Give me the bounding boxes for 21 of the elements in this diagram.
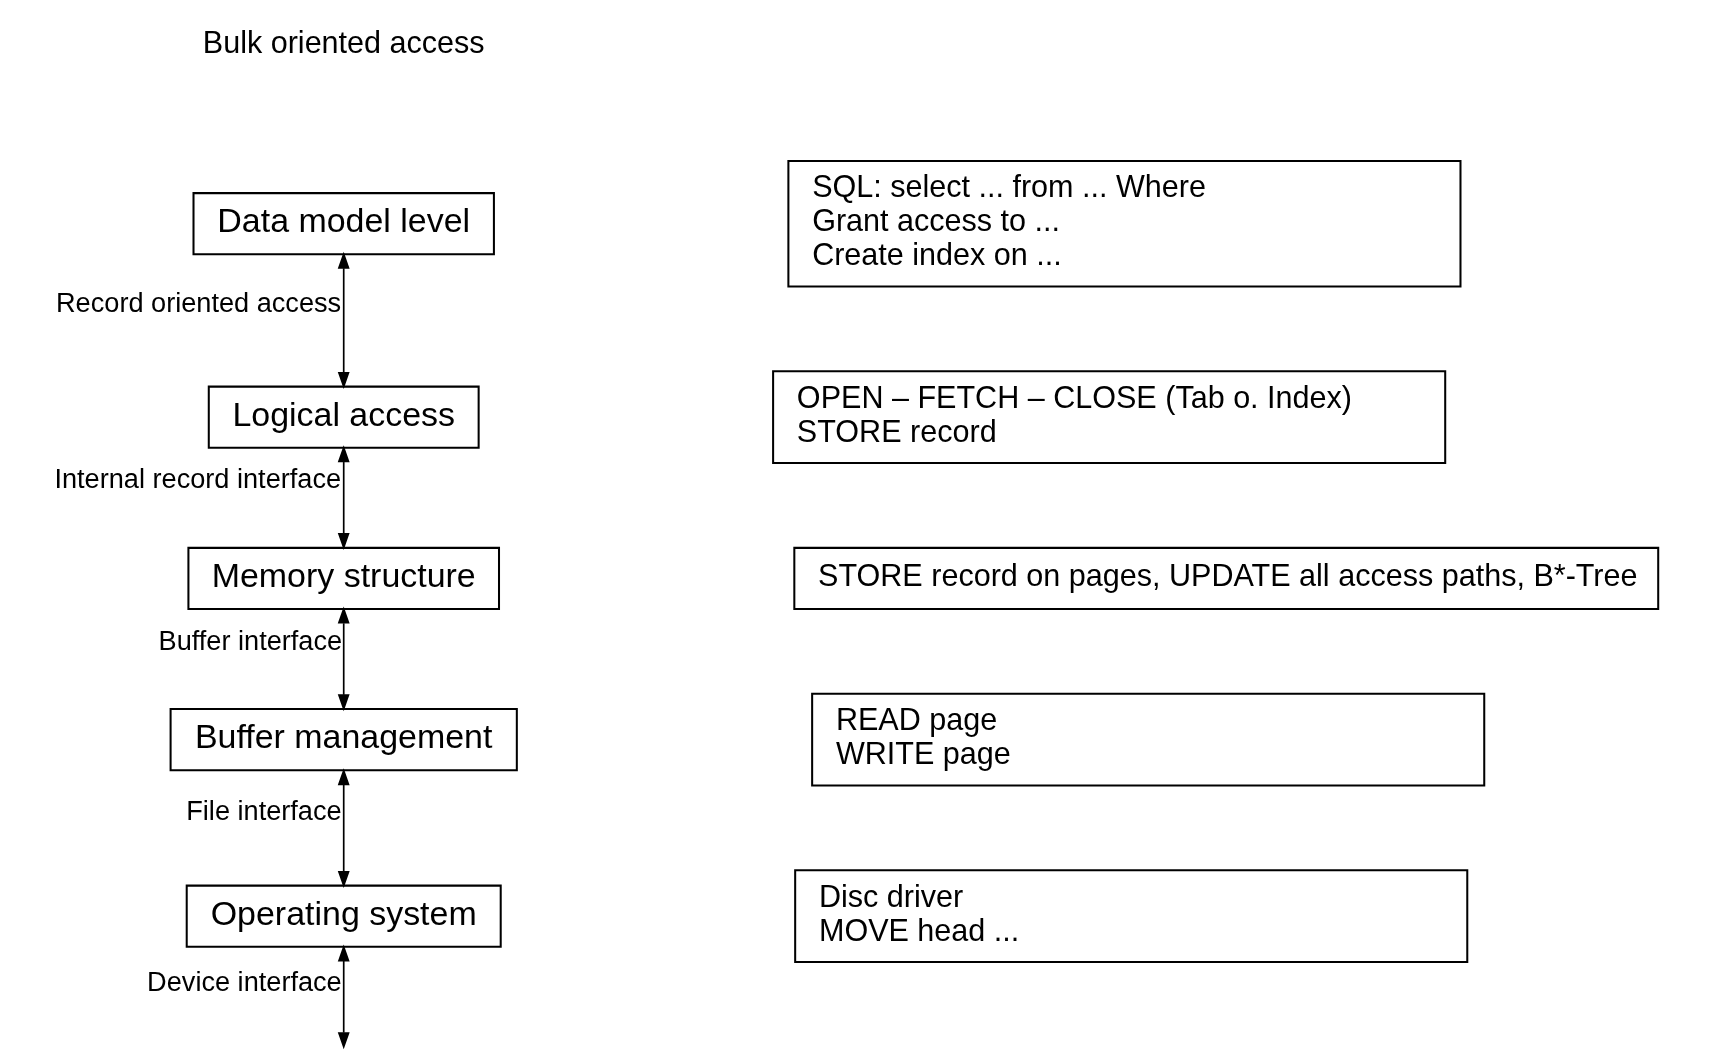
label: Bulk oriented access <box>202 24 485 59</box>
edge-label: Buffer interface <box>158 624 342 656</box>
node-box: SQL: select ... from ... Where Grant access to ... Create index on ... <box>786 159 1461 288</box>
edge-label: File interface <box>185 794 342 826</box>
edge-label: Record oriented access <box>55 287 341 319</box>
edge-label: Internal record interface <box>53 463 341 495</box>
arrow <box>337 944 350 1050</box>
node-box: READ page WRITE page <box>810 692 1485 787</box>
node-box: Disc driver MOVE head ... <box>793 869 1468 963</box>
edge-label: Device interface <box>146 965 342 997</box>
node-box: Operating system <box>185 884 502 948</box>
node-box: Buffer management <box>169 708 518 772</box>
arrow <box>337 445 350 550</box>
arrow <box>337 768 350 889</box>
node-box: Data model level <box>192 192 495 256</box>
node-box: Logical access <box>207 385 480 449</box>
arrow <box>337 606 350 712</box>
node-box: Memory structure <box>186 546 500 610</box>
node-box: STORE record on pages, UPDATE all access paths, B*-Tree <box>792 546 1659 610</box>
node-box: OPEN – FETCH – CLOSE (Tab o. Index) STORE record <box>771 370 1446 464</box>
arrow <box>337 251 350 389</box>
